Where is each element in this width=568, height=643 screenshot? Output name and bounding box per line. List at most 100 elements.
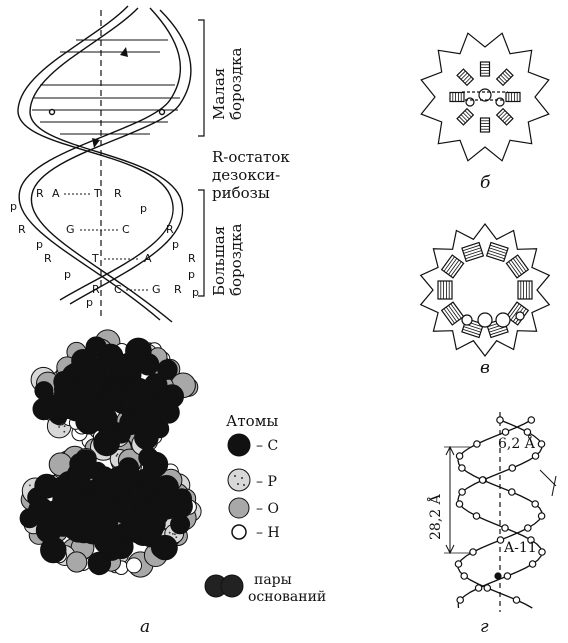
phosphate-bead	[456, 596, 465, 604]
base-pair-ladder	[505, 254, 530, 279]
base-label: G	[152, 283, 161, 296]
r-residue-label: R-остаток дезокси- рибозы	[212, 148, 290, 202]
legend-label-h: – H	[256, 525, 280, 541]
legend-title: Атомы	[226, 412, 278, 430]
phosphate-label: p	[140, 202, 147, 215]
minor-groove-bracket	[198, 19, 205, 137]
major-groove-label: Большая бороздка	[210, 224, 245, 296]
double-helix-schematic	[17, 5, 205, 323]
base-pair-ladder	[479, 117, 491, 133]
svg-text:R-остаток: R-остаток	[212, 148, 290, 166]
sugar-label: R	[114, 187, 122, 200]
phosphate-bead	[503, 572, 512, 580]
sugar-label: R	[174, 283, 182, 296]
atom-sphere	[120, 388, 144, 412]
phosphate-bead	[473, 440, 481, 448]
phosphate-bead	[523, 428, 532, 436]
base-pair-ladder	[505, 91, 521, 103]
legend-label-pairs: пары	[254, 572, 292, 588]
minor-groove-label: Малая бороздка	[210, 48, 245, 120]
phosphate-bead	[458, 488, 466, 496]
phosphate-bead	[512, 596, 521, 604]
phosphate-label: p	[86, 296, 93, 309]
phosphate-bead	[478, 476, 487, 484]
sugar-label: R	[18, 223, 26, 236]
phosphate-bead	[496, 536, 505, 544]
atom-sphere	[168, 493, 193, 519]
phosphate-bead	[501, 524, 509, 532]
phosphate-bead	[501, 428, 510, 436]
phosphate-bead	[538, 548, 546, 556]
atom-sphere	[19, 508, 40, 529]
atom-sphere	[143, 474, 163, 494]
space-filling-model	[19, 329, 202, 578]
phosphate-label: p	[10, 200, 17, 213]
phosphate-bead	[531, 500, 540, 508]
atom-sphere	[66, 551, 88, 573]
legend-swatch-h	[231, 524, 247, 540]
phosphate-bead	[528, 560, 537, 568]
svg-text:Малая: Малая	[210, 68, 228, 120]
phosphate-bead	[508, 464, 517, 472]
atom-sphere	[78, 412, 100, 435]
atom-sphere	[75, 449, 97, 471]
svg-text:Большая: Большая	[210, 226, 228, 296]
atom-sphere	[34, 381, 54, 401]
phosphate-label: p	[36, 238, 43, 251]
phosphate-label: p	[188, 268, 195, 281]
phosphate-bead	[472, 512, 481, 520]
svg-text:бороздка: бороздка	[227, 48, 245, 120]
legend-swatch-p	[227, 468, 251, 492]
base-pair-ladder	[517, 280, 533, 300]
svg-text:дезокси-: дезокси-	[212, 166, 280, 184]
base-label: G	[66, 223, 75, 236]
phosphate-bead	[454, 560, 463, 568]
phosphate-bead	[537, 440, 546, 448]
sugar-label: R	[166, 223, 174, 236]
atom-sphere	[80, 521, 104, 545]
sugar-label: R	[36, 187, 44, 200]
a-form-helix	[444, 412, 557, 612]
base-pair-ladder	[456, 68, 475, 87]
base-pair-ladder	[479, 61, 491, 77]
svg-text:рибозы: рибозы	[212, 184, 270, 202]
base-label: T	[91, 252, 99, 265]
legend-label-o: – O	[256, 501, 279, 517]
base-pair-ladder	[440, 254, 465, 279]
cross-section-b	[420, 32, 550, 162]
base-pairs: R A T R R G C R R T A R R C G R p p p p …	[10, 187, 199, 309]
phosphate-bead	[527, 536, 535, 544]
phosphate-bead	[537, 512, 546, 520]
atom-sphere	[143, 451, 169, 477]
base-pair-ladder	[485, 241, 509, 263]
atom-sphere	[111, 424, 131, 444]
base-label: C	[122, 223, 130, 236]
base-label: A	[144, 252, 152, 265]
atom-sphere	[75, 493, 98, 516]
a-form-pitch-label: 28,2 Å	[426, 493, 444, 540]
base-pair-ladder	[495, 107, 514, 126]
panel-label-b: б	[480, 173, 491, 193]
atom-sphere	[34, 473, 60, 499]
base-pair-ladder	[440, 301, 465, 326]
base-pair-ladder	[437, 280, 453, 300]
base-label: C	[114, 283, 122, 296]
phosphate-bead	[523, 524, 532, 532]
phosphate-label: p	[172, 238, 179, 251]
helix-strand-2	[18, 7, 182, 321]
major-groove-bracket	[198, 189, 205, 297]
axis-marker	[494, 572, 502, 580]
panel-label-g: г	[480, 617, 489, 637]
base-pair-ladder	[456, 107, 475, 126]
phosphate-bead	[496, 416, 504, 424]
phosphate-bead	[455, 452, 464, 460]
base-pair-ladder	[449, 91, 465, 103]
base-label: A	[52, 187, 60, 200]
sugar-label: R	[92, 283, 100, 296]
legend-swatch-o	[228, 497, 250, 519]
atom-sphere	[126, 557, 142, 574]
legend-label-c: – C	[256, 438, 278, 454]
phosphate-bead	[527, 416, 536, 424]
atom-sphere	[125, 337, 152, 365]
atom-sphere	[66, 379, 88, 401]
